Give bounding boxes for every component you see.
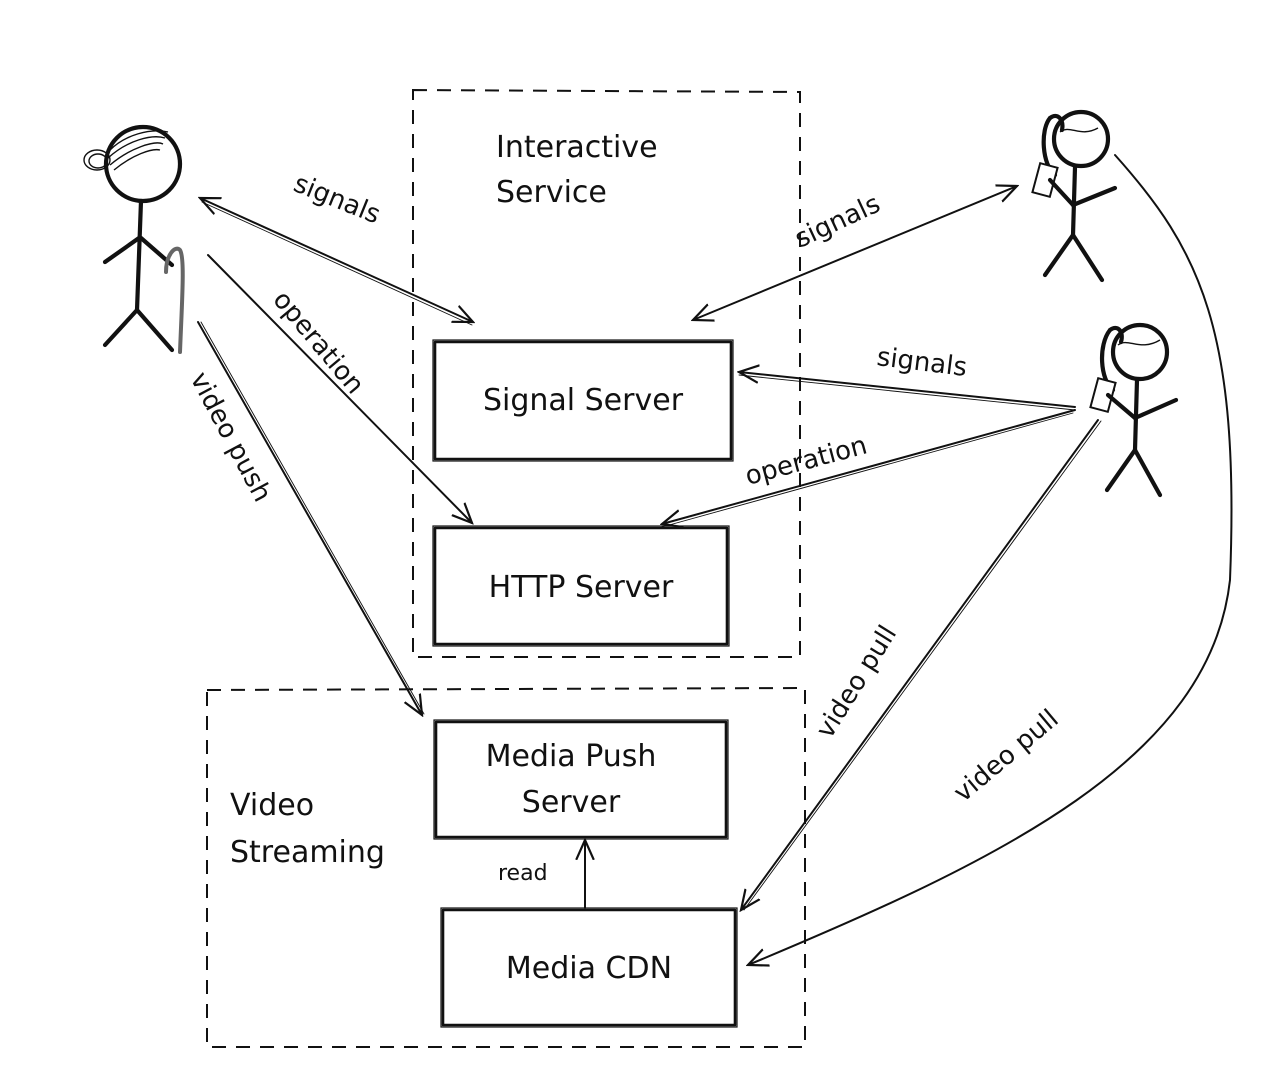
person-icon: [1089, 322, 1179, 498]
node-label-media-push-line2: Server: [522, 785, 621, 820]
group-title-video-line1: Video: [230, 788, 314, 823]
label-operation-viewer2: operation: [742, 430, 870, 491]
actor-streamer[interactable]: [83, 124, 185, 354]
label-operation-streamer: operation: [267, 285, 370, 400]
node-http-server[interactable]: HTTP Server: [432, 525, 730, 647]
edge-viewer1-video-pull[interactable]: [748, 154, 1233, 965]
label-video-pull-viewer2: video pull: [810, 620, 903, 743]
edge-streamer-operation[interactable]: [207, 254, 472, 523]
edge-video-push[interactable]: [197, 321, 422, 715]
group-video-streaming: Video Streaming: [206, 686, 806, 1048]
edge-viewer1-signal[interactable]: [693, 186, 1017, 320]
group-title-interactive-line2: Service: [496, 175, 607, 210]
edge-viewer2-signal[interactable]: [739, 372, 1076, 408]
label-signals-streamer: signals: [289, 169, 384, 231]
label-read: read: [498, 861, 548, 886]
node-label-signal-server: Signal Server: [483, 383, 684, 418]
person-icon: [1031, 109, 1118, 283]
edge-viewer2-video-pull[interactable]: [741, 419, 1099, 910]
node-media-cdn[interactable]: Media CDN: [440, 907, 738, 1028]
edges: [197, 154, 1233, 965]
group-interactive-service: Interactive Service: [412, 88, 801, 658]
label-signals-viewer2: signals: [875, 342, 968, 383]
group-title-interactive-line1: Interactive: [496, 130, 658, 165]
group-title-video-line2: Streaming: [230, 835, 385, 870]
node-label-media-cdn: Media CDN: [506, 951, 672, 986]
edge-viewer2-operation[interactable]: [662, 409, 1076, 524]
node-label-media-push-line1: Media Push: [486, 739, 657, 774]
node-media-push-server[interactable]: Media Push Server: [433, 719, 729, 840]
actor-viewer-2[interactable]: [1089, 322, 1179, 498]
edge-streamer-signal[interactable]: [200, 198, 473, 322]
node-signal-server[interactable]: Signal Server: [432, 339, 734, 462]
actor-viewer-1[interactable]: [1031, 109, 1118, 283]
node-label-http-server: HTTP Server: [489, 570, 674, 605]
label-video-pull-viewer1: video pull: [948, 704, 1064, 808]
person-icon: [83, 124, 185, 354]
label-signals-viewer1: signals: [790, 189, 885, 254]
